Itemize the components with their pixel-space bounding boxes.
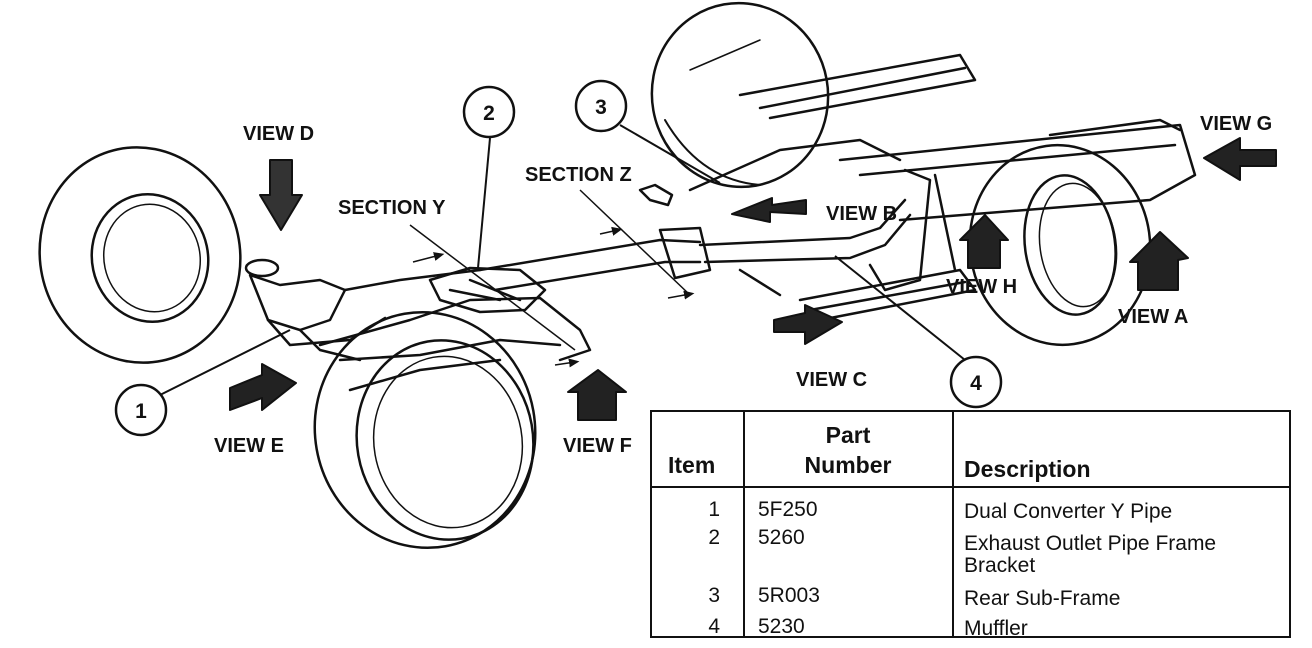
row-1-part: 5F250 <box>758 498 818 521</box>
callout-3-leader <box>619 124 721 184</box>
header-part-line1: Part <box>825 422 871 448</box>
muffler-assembly <box>838 118 1197 292</box>
callout-1-circle <box>114 383 168 437</box>
row-1-description: Dual Converter Y Pipe <box>964 500 1173 523</box>
callout-1-label: 1 <box>135 400 147 423</box>
view-f-arrow <box>567 369 627 421</box>
callout-1-leader <box>159 329 291 396</box>
section-y-label: SECTION Y <box>338 197 446 219</box>
view-f-label: VIEW F <box>563 435 632 457</box>
view-b-arrow <box>731 197 807 223</box>
header-part-line2: Number <box>804 452 892 478</box>
view-e-arrow <box>229 363 297 411</box>
view-h-label: VIEW H <box>946 276 1017 298</box>
callout-4-circle <box>949 355 1003 409</box>
row-3-part: 5R003 <box>758 584 820 607</box>
section-z-hanger <box>638 183 674 207</box>
callout-3-label: 3 <box>595 96 607 119</box>
row-4-part: 5230 <box>758 615 805 638</box>
front-left-tire <box>38 146 242 364</box>
header-item: Item <box>668 452 716 478</box>
row-1-item: 1 <box>708 498 720 521</box>
front-right-tire <box>313 310 537 550</box>
row-3-description: Rear Sub-Frame <box>964 587 1121 610</box>
row-2-part: 5260 <box>758 526 805 549</box>
view-d-label: VIEW D <box>243 123 314 145</box>
table-header <box>652 412 1289 488</box>
view-d-arrow <box>259 159 303 231</box>
row-2-description: Exhaust Outlet Pipe Frame <box>964 532 1217 555</box>
row-4-description: Muffler <box>964 617 1028 640</box>
section-z-label: SECTION Z <box>525 164 632 186</box>
exhaust-pipe <box>478 198 912 292</box>
rear-left-tire <box>650 1 830 189</box>
view-h-arrow <box>959 214 1009 269</box>
column-divider <box>952 412 954 636</box>
view-a-label: VIEW A <box>1118 306 1188 328</box>
row-4-item: 4 <box>708 615 720 638</box>
view-c-label: VIEW C <box>796 369 867 391</box>
section-z-line <box>579 189 691 296</box>
callout-3-circle <box>574 79 628 133</box>
view-g-label: VIEW G <box>1200 113 1272 135</box>
column-divider <box>743 412 745 636</box>
view-g-arrow <box>1203 137 1277 181</box>
parts-table: Item Part Number Description 1 5F250 Dua… <box>650 410 1291 640</box>
view-b-label: VIEW B <box>826 203 897 225</box>
callout-4-label: 4 <box>970 372 982 395</box>
row-2-item: 2 <box>708 526 720 549</box>
dual-converter-y-pipe <box>244 258 482 362</box>
view-c-arrow <box>773 304 843 345</box>
callout-2-leader <box>477 137 491 269</box>
rear-sub-frame <box>688 53 977 322</box>
callout-2-circle <box>462 85 516 139</box>
row-2-description-line2: Bracket <box>964 554 1036 577</box>
view-a-arrow <box>1129 231 1189 291</box>
view-e-label: VIEW E <box>214 435 284 457</box>
row-3-item: 3 <box>708 584 720 607</box>
callout-4-leader <box>834 255 966 361</box>
header-description: Description <box>964 456 1091 482</box>
section-y-line <box>409 224 576 351</box>
callout-2-label: 2 <box>483 102 495 125</box>
